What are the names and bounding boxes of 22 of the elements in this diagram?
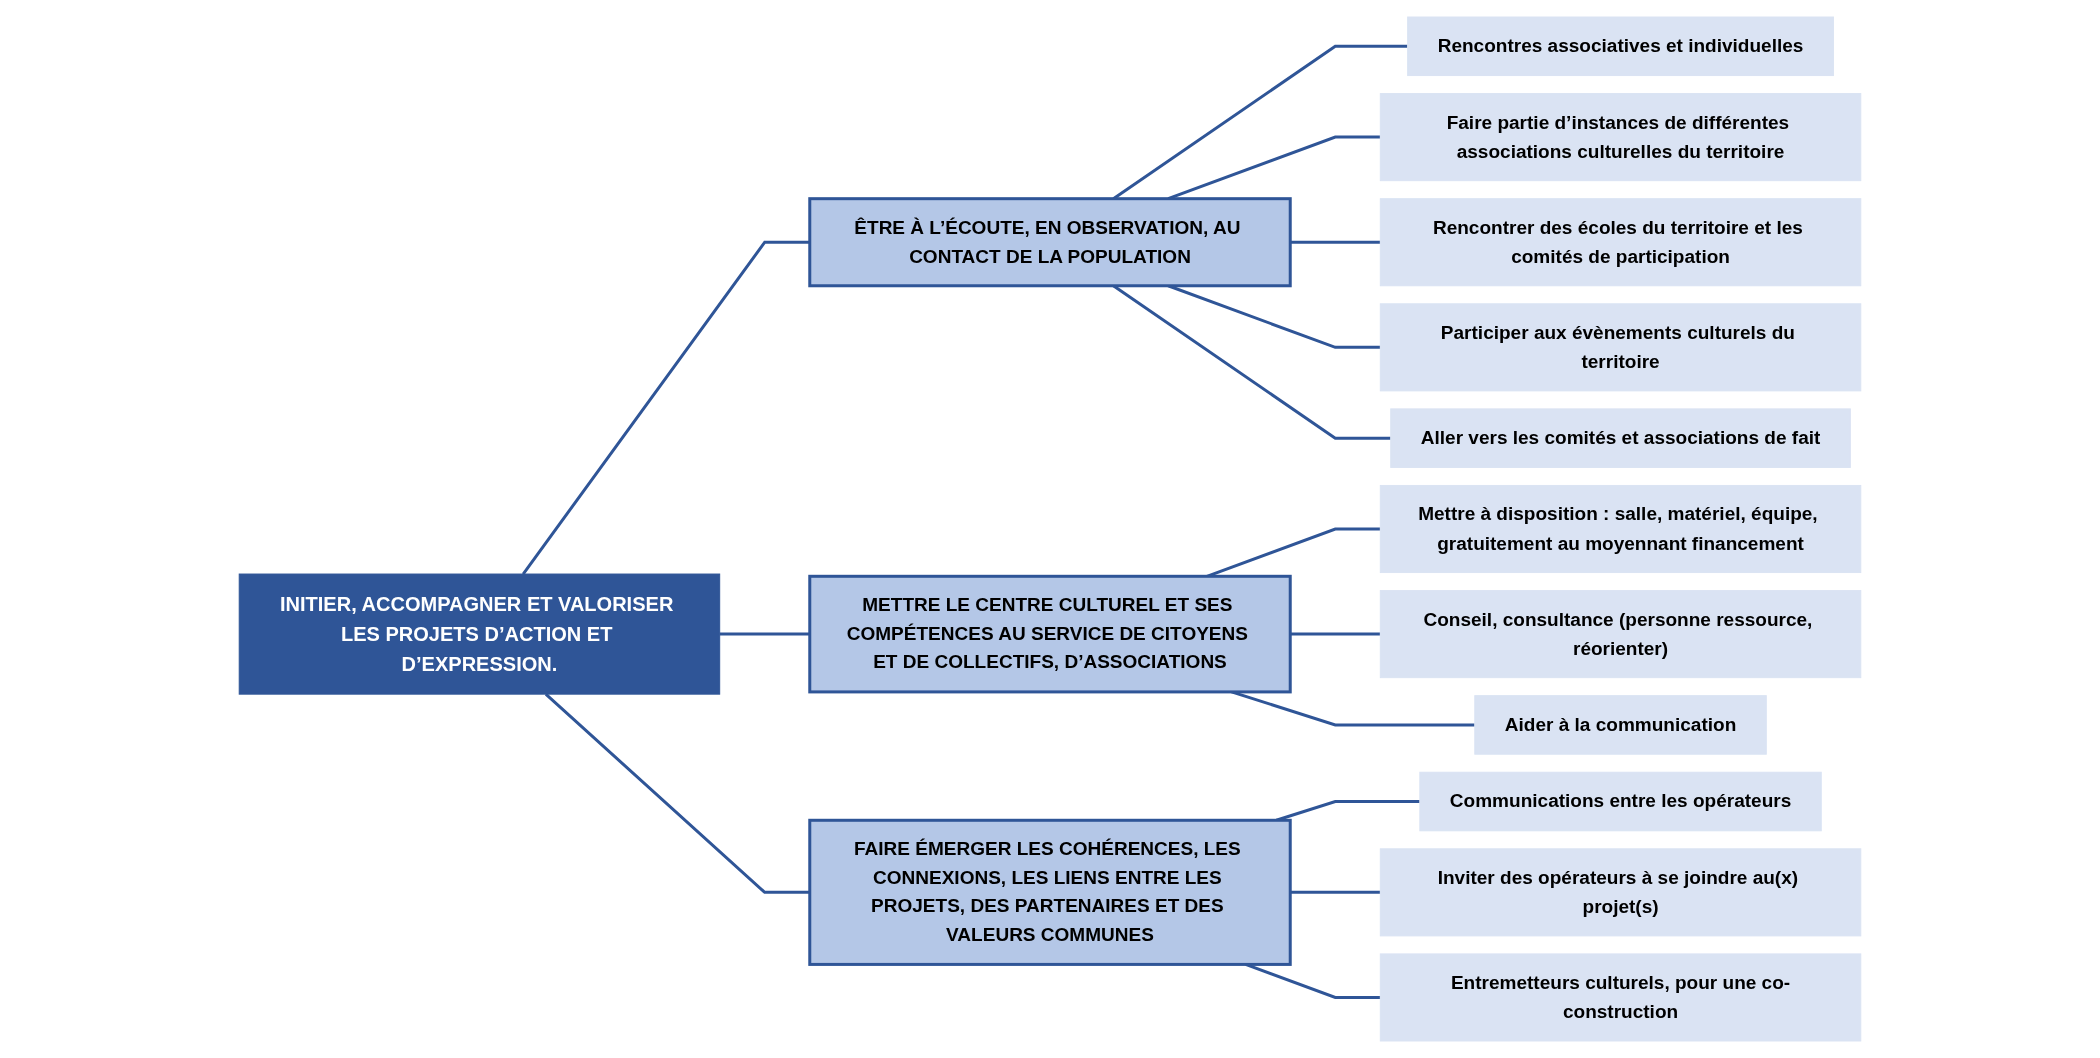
node-box: Rencontres associatives et individuelles (1407, 16, 1834, 77)
node-box: Inviter des opérateurs à se joindre au(x) projet(s) (1379, 848, 1862, 937)
node-box: FAIRE ÉMERGER LES COHÉRENCES, LES CONNEXIONS, LES LIENS ENTRE LES PROJETS, DES PARTENAIRES ET DES VALEURS COMMUNES (808, 818, 1292, 966)
connector (719, 632, 810, 636)
node-box: METTRE LE CENTRE CULTUREL ET SES COMPÉTENCES AU SERVICE DE CITOYENS ET DE COLLECTIFS, D’ASSOCIATIONS (808, 574, 1292, 694)
node-box: Conseil, consultance (personne ressource, réorienter) (1379, 590, 1862, 679)
node-box: ÊTRE À L’ÉCOUTE, EN OBSERVATION, AU CONTACT DE LA POPULATION (808, 197, 1292, 288)
node-box: Faire partie d’instances de différentes associations culturelles du territoire (1379, 93, 1862, 182)
connector (1290, 240, 1381, 244)
node-box: Rencontrer des écoles du territoire et les comités de participation (1379, 198, 1862, 287)
node-box: Communications entre les opérateurs (1419, 771, 1822, 832)
node-box: Mettre à disposition : salle, matériel, équipe, gratuitement au moyennant financement (1379, 484, 1862, 574)
connector (521, 240, 810, 575)
connector (1290, 632, 1381, 636)
node-box: INITIER, ACCOMPAGNER ET VALORISER LES PROJETS D’ACTION ET D’EXPRESSION. (238, 573, 721, 695)
connector (1275, 800, 1420, 822)
node-box: Aider à la communication (1474, 695, 1767, 755)
connector (544, 693, 810, 894)
node-box: Entremetteurs culturels, pour une co-construction (1379, 953, 1862, 1042)
connector (1290, 890, 1381, 894)
node-box: Participer aux évènements culturels du territoire (1379, 303, 1862, 392)
node-box: Aller vers les comités et associations de fait (1390, 408, 1851, 468)
